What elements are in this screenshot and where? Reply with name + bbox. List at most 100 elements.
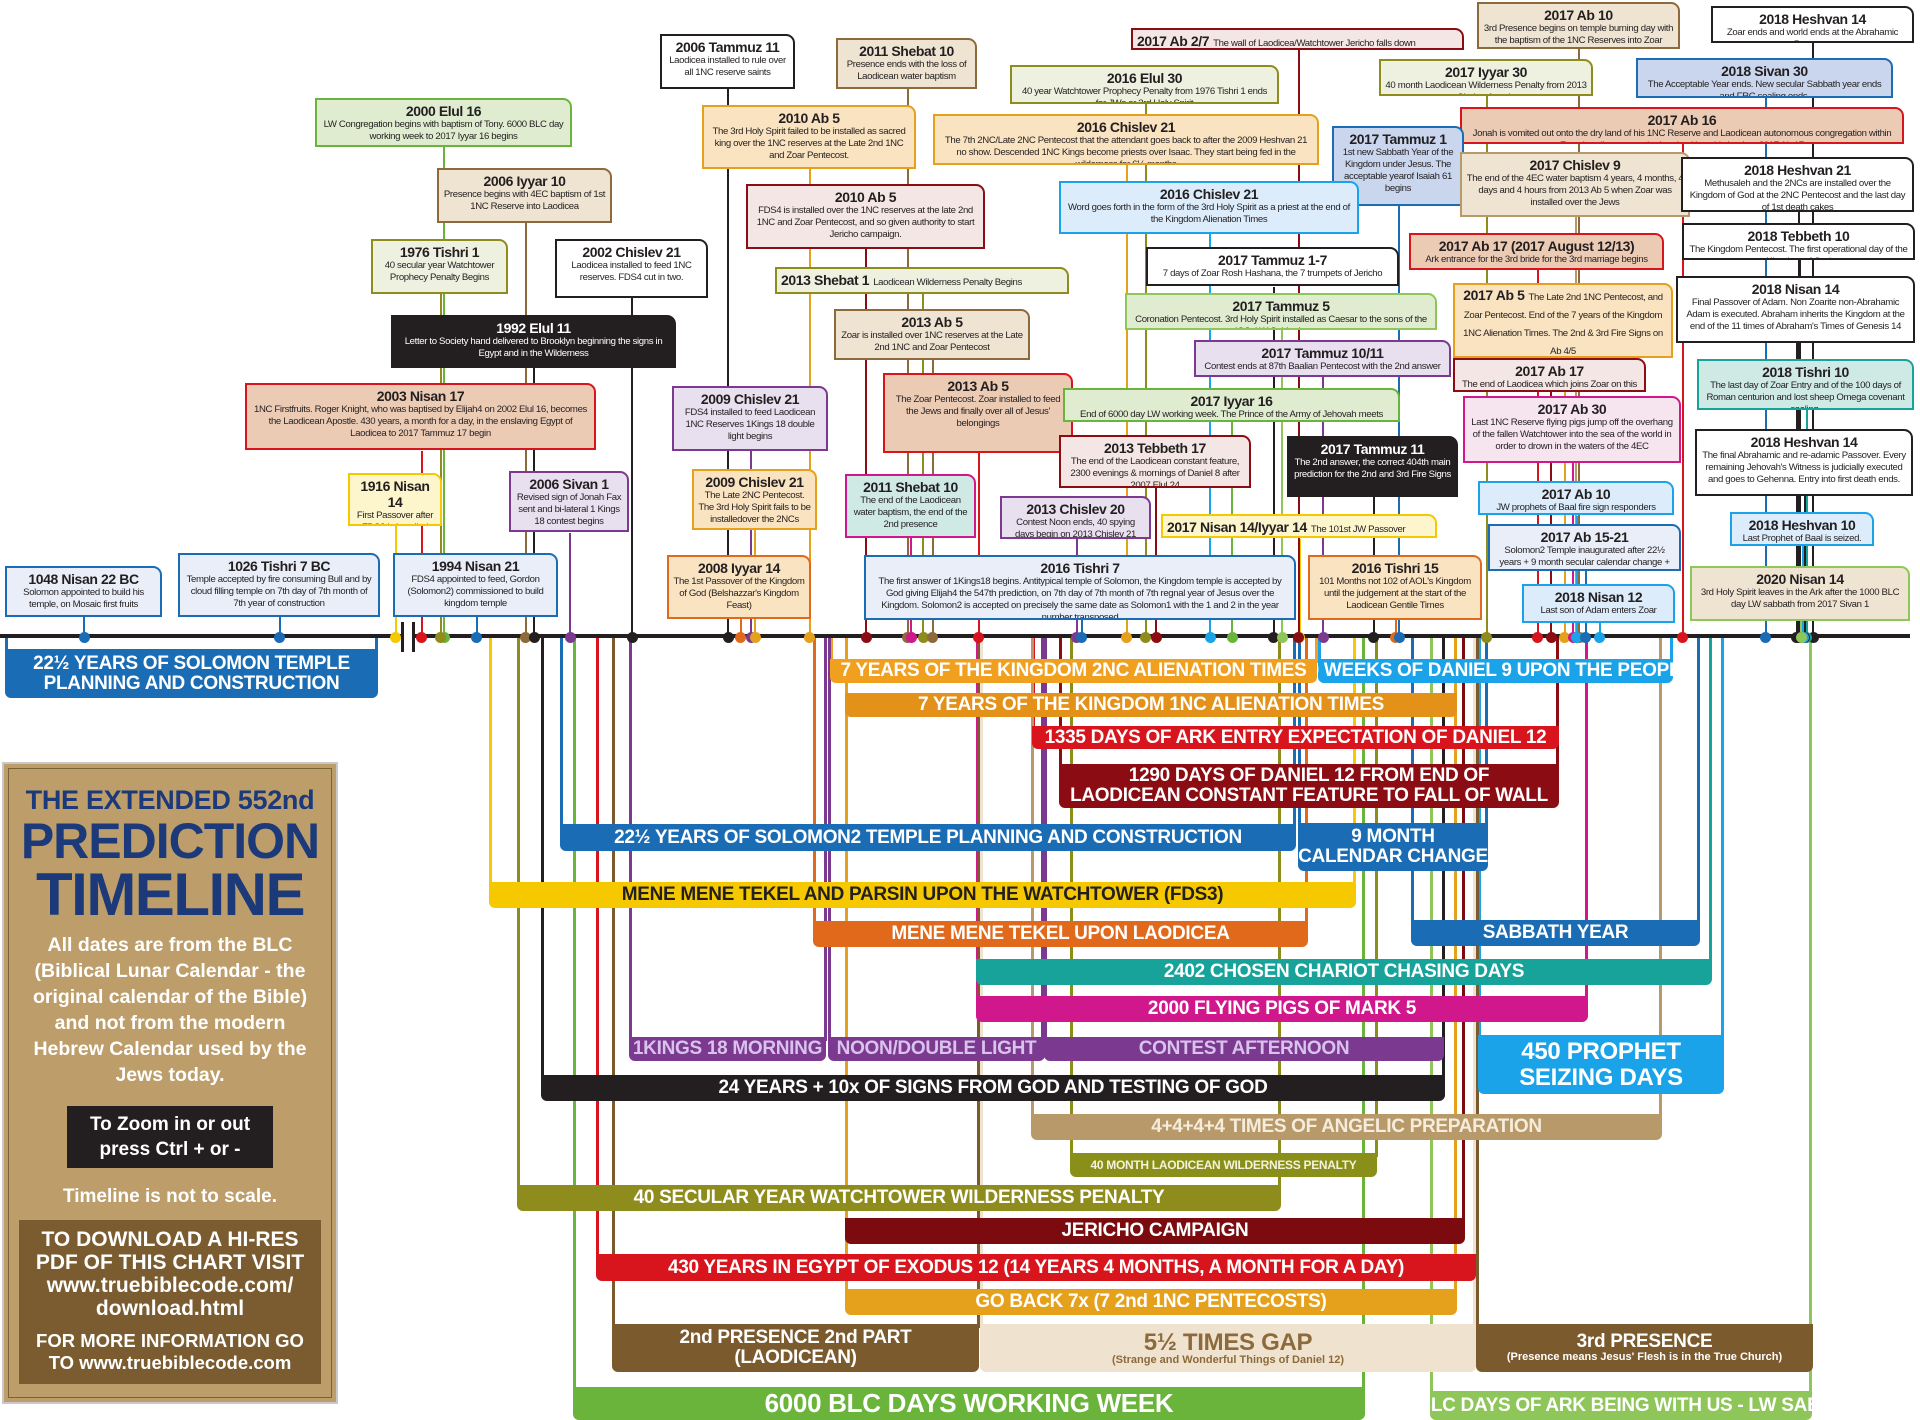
event-date-marker[interactable] (529, 632, 540, 643)
period-bar[interactable]: CONTEST AFTERNOON (1044, 1037, 1444, 1061)
period-bar[interactable]: 1KINGS 18 MORNING (629, 1037, 826, 1061)
event-date-marker[interactable] (1677, 632, 1688, 643)
event-date-marker[interactable] (627, 632, 638, 643)
event-date-marker[interactable] (1293, 632, 1304, 643)
period-bar[interactable]: MENE MENE TEKEL AND PARSIN UPON THE WATC… (489, 882, 1356, 908)
event-date-marker[interactable] (565, 632, 576, 643)
period-bar[interactable]: 40 SECULAR YEAR WATCHTOWER WILDERNESS PE… (517, 1185, 1281, 1211)
event-date-marker[interactable] (1571, 632, 1582, 643)
event-date-marker[interactable] (1205, 632, 1216, 643)
period-bar[interactable]: 5½ TIMES GAP(Strange and Wonderful Thing… (980, 1324, 1476, 1372)
event-date-marker[interactable] (1076, 632, 1087, 643)
event-date-marker[interactable] (1268, 632, 1279, 643)
period-bar[interactable]: 24 YEARS + 10x OF SIGNS FROM GOD AND TES… (541, 1075, 1445, 1101)
event-date-marker[interactable] (1227, 632, 1238, 643)
period-bar[interactable]: 70 WEEKS OF DANIEL 9 UPON THE PEOPLE (1318, 659, 1673, 683)
event-date-marker[interactable] (1368, 632, 1379, 643)
period-bar[interactable]: SABBATH YEAR (1411, 920, 1700, 946)
period-bar[interactable]: 2000 FLYING PIGS OF MARK 5 (976, 996, 1588, 1022)
period-bar[interactable]: 430 YEARS IN EGYPT OF EXODUS 12 (14 YEAR… (596, 1254, 1476, 1281)
period-bar[interactable]: JERICHO CAMPAIGN (845, 1218, 1465, 1244)
event-date-marker[interactable] (274, 632, 285, 643)
event-date-marker[interactable] (750, 632, 761, 643)
event-box[interactable]: 2017 Ab 17 (2017 August 12/13)Ark entran… (1409, 233, 1664, 270)
event-date-marker[interactable] (1532, 632, 1543, 643)
period-bar[interactable]: 2nd PRESENCE 2nd PART(LAODICEAN) (612, 1324, 979, 1372)
event-date-marker[interactable] (1594, 632, 1605, 643)
event-date-marker[interactable] (723, 632, 734, 643)
event-date-marker[interactable] (1559, 632, 1570, 643)
event-date-marker[interactable] (918, 632, 929, 643)
event-date-marker[interactable] (390, 632, 401, 643)
event-date-marker[interactable] (1796, 632, 1807, 643)
period-bar[interactable]: 1335 DAYS OF ARK ENTRY EXPECTATION OF DA… (1032, 726, 1559, 749)
event-date-marker[interactable] (1760, 632, 1771, 643)
period-bar[interactable]: GO BACK 7x (7 2nd 1NC PENTECOSTS) (845, 1289, 1457, 1315)
event-date-marker[interactable] (1121, 632, 1132, 643)
event-date-marker[interactable] (435, 632, 446, 643)
event-date-marker[interactable] (1318, 632, 1329, 643)
event-date-marker[interactable] (1546, 632, 1557, 643)
period-bar[interactable]: 22½ YEARS OF SOLOMON2 TEMPLE PLANNING AN… (560, 824, 1296, 851)
event-date-marker[interactable] (861, 632, 872, 643)
period-bar[interactable]: 4+4+4+4 TIMES OF ANGELIC PREPARATION (1031, 1114, 1662, 1140)
event-date-marker[interactable] (973, 632, 984, 643)
event-date-marker[interactable] (79, 632, 90, 643)
period-bar[interactable]: 7 YEARS OF THE KINGDOM 2NC ALIENATION TI… (830, 659, 1317, 683)
more-info-link[interactable]: FOR MORE INFORMATION GO TO www.truebible… (36, 1330, 304, 1373)
period-bar[interactable]: 1000 BLC DAYS OF ARK BEING WITH US - LW … (1430, 1391, 1812, 1420)
event-date-marker[interactable] (735, 632, 746, 643)
event-date-marker[interactable] (927, 632, 938, 643)
event-date-marker[interactable] (804, 632, 815, 643)
period-bar[interactable]: 40 MONTH LAODICEAN WILDERNESS PENALTY (1070, 1153, 1377, 1177)
event-date-marker[interactable] (1394, 632, 1405, 643)
period-bar[interactable]: 6000 BLC DAYS WORKING WEEK (573, 1387, 1365, 1420)
event-date-marker[interactable] (1580, 632, 1591, 643)
event-date-marker[interactable] (1808, 632, 1819, 643)
event-date-marker[interactable] (1140, 632, 1151, 643)
event-date-marker[interactable] (1277, 632, 1288, 643)
